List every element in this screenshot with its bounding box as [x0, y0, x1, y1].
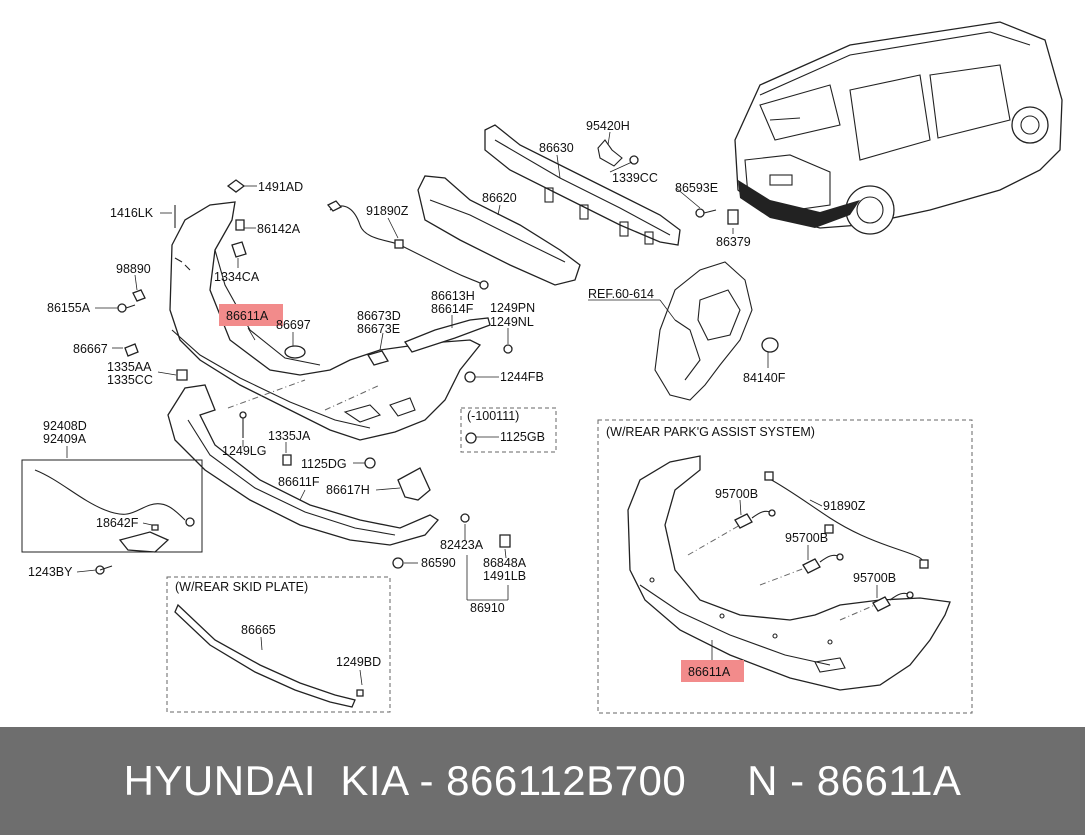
label-86665: 86665 — [241, 623, 276, 637]
label-1244fb: 1244FB — [500, 370, 544, 384]
label-82423a: 82423A — [440, 538, 484, 552]
label-100111: (-100111) — [467, 409, 519, 423]
label-86155a: 86155A — [47, 301, 91, 315]
label-ref-60-614: REF.60-614 — [588, 287, 654, 301]
box-title-park-assist: (W/REAR PARK'G ASSIST SYSTEM) — [606, 425, 815, 439]
wiring-harness-top — [326, 200, 489, 290]
footer-part-number: HYUNDAI KIA - 866112B700 N - 86611A — [123, 757, 962, 804]
label-92409a: 92409A — [43, 432, 87, 446]
label-95700b-3: 95700B — [853, 571, 896, 585]
label-1125dg: 1125DG — [301, 457, 347, 471]
label-86611a-main: 86611A — [226, 309, 269, 323]
label-86590: 86590 — [421, 556, 456, 570]
label-1249pn: 1249PN — [490, 301, 535, 315]
label-95420h: 95420H — [586, 119, 630, 133]
label-1249bd: 1249BD — [336, 655, 381, 669]
label-86611f: 86611F — [278, 475, 320, 489]
parts-diagram: (W/REAR SKID PLATE) (W/REAR PARK'G ASSIS… — [21, 21, 1063, 714]
label-1335aa: 1335AA — [107, 360, 152, 374]
rear-bumper-cover — [169, 201, 482, 441]
label-86614f: 86614F — [431, 302, 474, 316]
impact-absorber — [417, 175, 581, 286]
body-panel-reference — [654, 261, 779, 401]
rail-86613h — [403, 317, 491, 353]
label-86667: 86667 — [73, 342, 108, 356]
label-86142a: 86142A — [257, 222, 301, 236]
label-86910: 86910 — [470, 601, 505, 615]
footer-bar: HYUNDAI KIA - 866112B700 N - 86611A — [0, 727, 1085, 835]
label-92408d: 92408D — [43, 419, 87, 433]
label-86673e: 86673E — [357, 322, 400, 336]
vehicle-illustration — [734, 21, 1063, 235]
label-91890z-box: 91890Z — [823, 499, 866, 513]
label-1249nl: 1249NL — [490, 315, 534, 329]
label-95700b-2: 95700B — [785, 531, 828, 545]
label-86630: 86630 — [539, 141, 574, 155]
label-1339cc: 1339CC — [612, 171, 658, 185]
label-91890z-top: 91890Z — [366, 204, 409, 218]
label-86848a: 86848A — [483, 556, 527, 570]
label-98890: 98890 — [116, 262, 151, 276]
label-1243by: 1243BY — [28, 565, 73, 579]
highlight-86611a-box — [681, 660, 744, 682]
label-86617h: 86617H — [326, 483, 370, 497]
label-1335ja: 1335JA — [268, 429, 311, 443]
label-84140f: 84140F — [743, 371, 786, 385]
label-86673d: 86673D — [357, 309, 401, 323]
label-1125gb: 1125GB — [500, 430, 545, 444]
box-park-assist: (W/REAR PARK'G ASSIST SYSTEM) — [597, 419, 973, 714]
label-1334ca: 1334CA — [214, 270, 260, 284]
part-labels: 1491AD 1416LK 86142A 1334CA 98890 86155A… — [28, 119, 896, 679]
leader-lines — [66, 131, 769, 686]
label-86593e: 86593E — [675, 181, 718, 195]
fasteners — [95, 155, 739, 575]
label-86613h: 86613H — [431, 289, 475, 303]
label-95700b-1: 95700B — [715, 487, 758, 501]
label-1491ad: 1491AD — [258, 180, 303, 194]
rear-reflector-harness — [21, 459, 203, 553]
box-1125gb — [460, 407, 557, 453]
label-1335cc: 1335CC — [107, 373, 153, 387]
highlight-86611a-main — [219, 304, 283, 326]
box-title-skid-plate: (W/REAR SKID PLATE) — [175, 580, 308, 594]
label-86620: 86620 — [482, 191, 517, 205]
label-1249lg: 1249LG — [222, 444, 266, 458]
label-86697: 86697 — [276, 318, 311, 332]
label-18642f: 18642F — [96, 516, 139, 530]
label-86611a-box: 86611A — [688, 665, 731, 679]
box-rear-skid-plate: (W/REAR SKID PLATE) — [166, 576, 391, 713]
lower-diffuser — [167, 384, 439, 546]
rear-bumper-beam — [484, 124, 681, 246]
label-86379: 86379 — [716, 235, 751, 249]
label-1416lk: 1416LK — [110, 206, 154, 220]
label-1491lb: 1491LB — [483, 569, 526, 583]
